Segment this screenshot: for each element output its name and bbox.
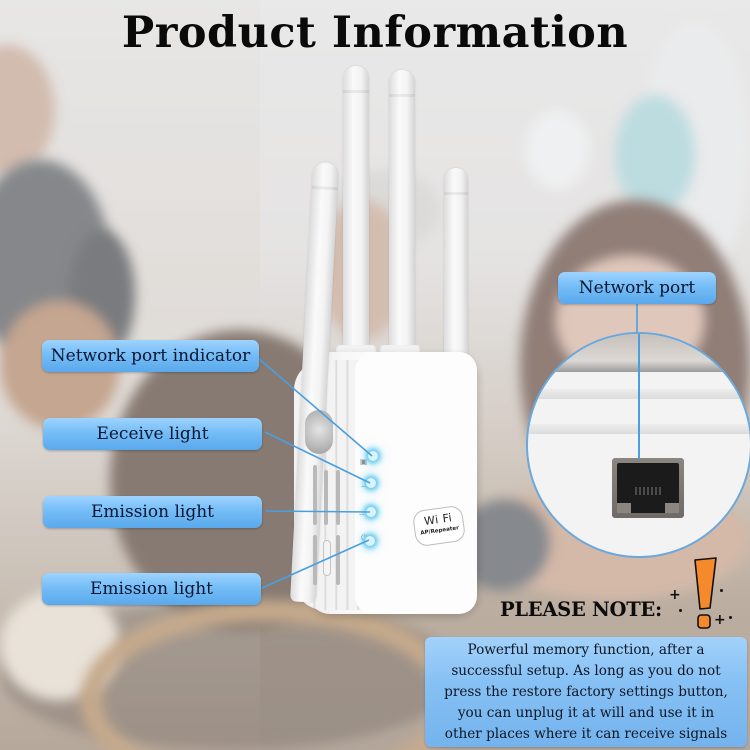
antenna: [444, 168, 468, 378]
label-network-port-indicator: Network port indicator: [42, 340, 259, 372]
page-title: Product Information: [121, 8, 629, 58]
antenna: [343, 66, 369, 366]
exclamation-icon: [694, 557, 717, 629]
label-receive-light: Eeceive light: [43, 418, 262, 450]
sparkle-icon: +: [669, 587, 681, 603]
emission-led: [366, 507, 376, 517]
note-title: PLEASE NOTE:: [500, 598, 662, 621]
wifi-badge: Wi Fi AP/Repeater: [411, 504, 467, 548]
network-port-led: [368, 451, 378, 461]
receive-led: [366, 478, 376, 488]
network-icon: ▣: [360, 457, 368, 466]
power-icon: ⏻: [361, 533, 368, 542]
antenna-hinge: [305, 410, 333, 454]
wifi-emission-icon: ⌔: [358, 512, 366, 521]
label-emission-light-2: Emission light: [42, 573, 261, 605]
reset-button: [323, 540, 331, 576]
wifi-receive-icon: ⌔: [360, 484, 368, 493]
antenna: [389, 70, 415, 365]
ethernet-port-icon: [612, 458, 684, 518]
label-network-port: Network port: [558, 272, 716, 304]
note-body: Powerful memory function, after a succes…: [425, 637, 747, 747]
label-emission-light-1: Emission light: [43, 496, 262, 528]
power-led: [365, 536, 375, 546]
network-port-closeup: [526, 332, 750, 558]
sparkle-icon: +: [714, 612, 726, 628]
